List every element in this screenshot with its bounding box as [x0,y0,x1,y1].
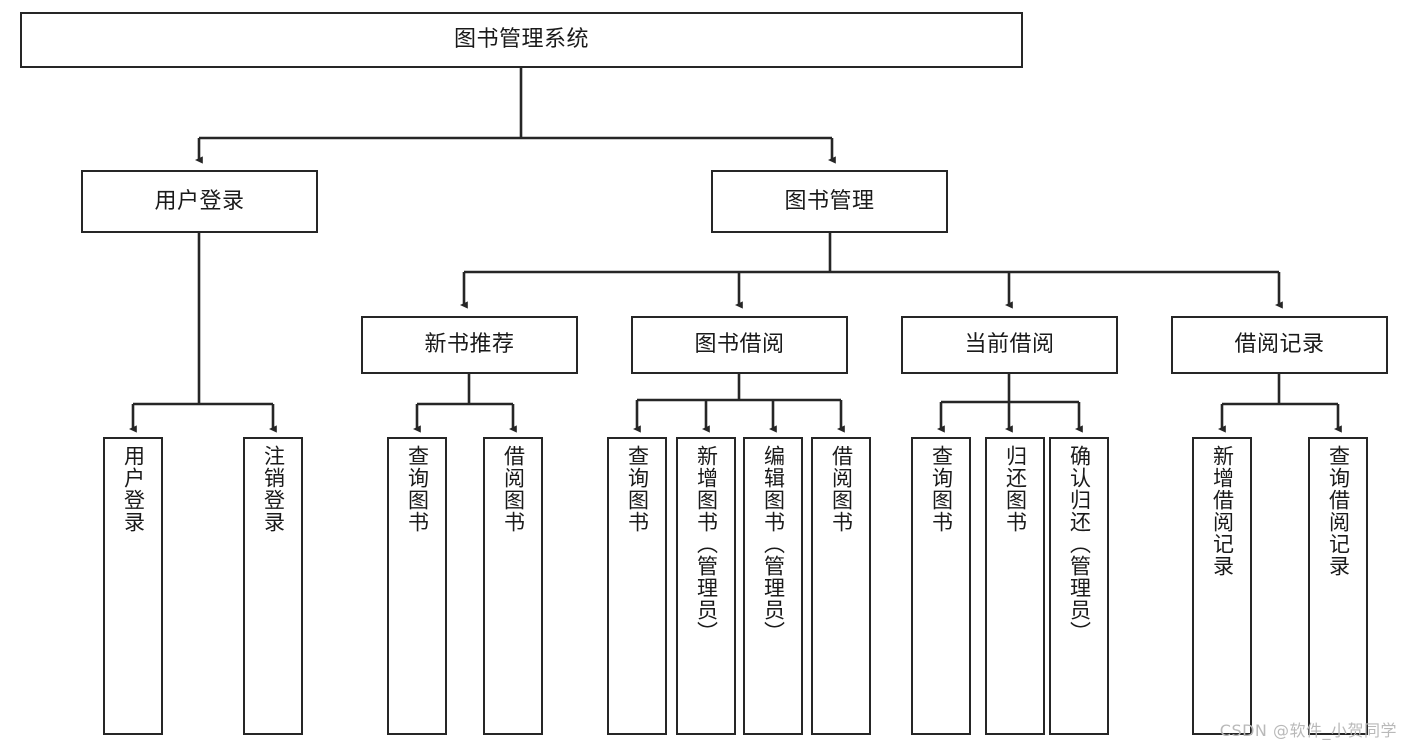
node-leaf-logout[interactable]: 注销登录 [243,437,303,735]
node-leaf-confirm-return[interactable]: 确认归还（管理员） [1049,437,1109,735]
node-borrow-record[interactable]: 借阅记录 [1171,316,1388,374]
node-label: 用户登录 [154,188,245,214]
node-book-borrow[interactable]: 图书借阅 [631,316,848,374]
node-book-management[interactable]: 图书管理 [711,170,948,233]
node-label: 注销登录 [261,445,286,533]
node-label: 借阅图书 [501,445,526,533]
node-leaf-edit-book[interactable]: 编辑图书（管理员） [743,437,803,735]
node-label: 新增图书（管理员） [694,445,719,643]
node-label: 归还图书 [1003,445,1028,533]
node-leaf-user-login[interactable]: 用户登录 [103,437,163,735]
node-label: 编辑图书（管理员） [761,445,786,643]
node-label: 新增借阅记录 [1210,445,1235,577]
node-label: 图书借阅 [694,332,785,358]
node-label: 图书管理 [784,188,875,214]
node-label: 图书管理系统 [453,27,589,53]
node-label: 用户登录 [121,445,146,533]
node-leaf-add-borrow-record[interactable]: 新增借阅记录 [1192,437,1252,735]
node-label: 查询借阅记录 [1326,445,1351,577]
node-label: 借阅图书 [829,445,854,533]
node-user-login[interactable]: 用户登录 [81,170,318,233]
node-leaf-query-borrow-record[interactable]: 查询借阅记录 [1308,437,1368,735]
node-root-book-management-system[interactable]: 图书管理系统 [20,12,1023,68]
node-leaf-add-book[interactable]: 新增图书（管理员） [676,437,736,735]
node-leaf-return-book[interactable]: 归还图书 [985,437,1045,735]
csdn-watermark: CSDN @软件_小贺同学 [1219,721,1397,740]
node-leaf-borrow-book[interactable]: 借阅图书 [811,437,871,735]
node-new-book-recommend[interactable]: 新书推荐 [361,316,578,374]
node-label: 查询图书 [929,445,954,533]
node-label: 查询图书 [625,445,650,533]
node-label: 当前借阅 [964,332,1055,358]
node-label: 借阅记录 [1234,332,1325,358]
node-label: 新书推荐 [424,332,515,358]
node-leaf-query-book-recommend[interactable]: 查询图书 [387,437,447,735]
node-leaf-borrow-book-recommend[interactable]: 借阅图书 [483,437,543,735]
node-label: 确认归还（管理员） [1067,445,1092,643]
node-label: 查询图书 [405,445,430,533]
node-leaf-query-book-borrow[interactable]: 查询图书 [607,437,667,735]
node-current-borrow[interactable]: 当前借阅 [901,316,1118,374]
node-leaf-query-book-current[interactable]: 查询图书 [911,437,971,735]
